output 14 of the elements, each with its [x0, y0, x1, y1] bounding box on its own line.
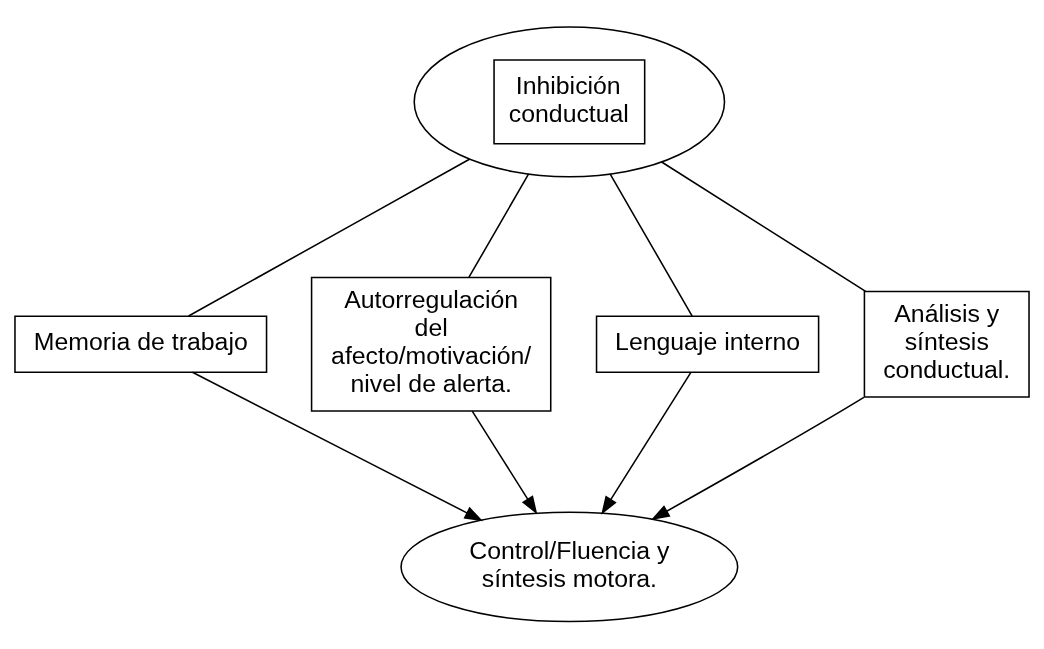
arrow [191, 371, 484, 522]
arrow [471, 410, 538, 515]
node-box: Lenguaje interno [595, 315, 820, 373]
arrow [651, 396, 865, 520]
arrow [601, 371, 692, 515]
connector [187, 158, 471, 317]
node-box: Análisis y síntesis conductual. [863, 290, 1030, 398]
connector [468, 173, 530, 278]
connector [609, 173, 693, 317]
node-ellipse: Inhibición conductual [413, 26, 726, 178]
node-box: Autorregulación del afecto/motivación/ nivel de alerta. [310, 276, 552, 412]
node-ellipse: Control/Fluencia y síntesis motora. [400, 511, 739, 623]
connector [660, 161, 867, 293]
node-box: Memoria de trabajo [14, 315, 268, 373]
